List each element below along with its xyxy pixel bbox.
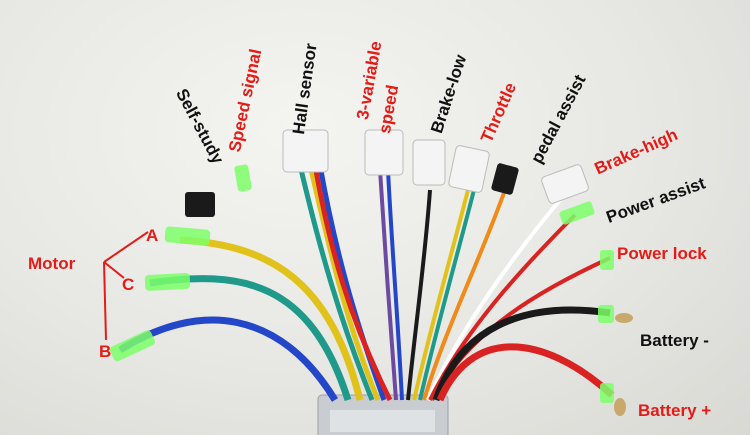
connector-throttle <box>448 145 490 193</box>
wire-power-lock <box>430 256 611 401</box>
label-power-lock: Power lock <box>617 244 707 263</box>
label-battery-minus: Battery - <box>640 331 709 350</box>
wire-3speed-2 <box>386 169 404 401</box>
wire-battery-plus <box>436 343 615 402</box>
connector-hall-sensor <box>282 129 329 173</box>
wire-hall-4 <box>312 164 393 402</box>
wire-pedal-assist <box>422 189 507 401</box>
wire-battery-minus <box>432 306 611 402</box>
terminal-battery-minus <box>615 313 633 323</box>
wire-hall-2 <box>307 164 381 401</box>
sleeve-power-lock <box>600 250 614 270</box>
leader-motor-a <box>103 231 149 263</box>
sleeve-phase-a <box>164 226 211 246</box>
connector-pedal-assist <box>491 163 519 195</box>
connector-3-variable <box>364 129 404 176</box>
connector-brake-low <box>412 139 446 186</box>
controller-label-strip <box>330 410 435 432</box>
wire-brake-low <box>406 189 432 401</box>
label-phase-c: C <box>122 275 135 294</box>
label-battery-plus: Battery + <box>638 401 712 420</box>
wire-phase-a-yellow <box>179 236 364 401</box>
wire-throttle-1 <box>412 189 470 401</box>
leader-motor-c <box>103 261 125 279</box>
terminal-battery-plus <box>614 398 626 416</box>
sleeve-battery-minus <box>598 305 614 323</box>
label-phase-a: A <box>146 226 159 245</box>
wire-hall-1 <box>297 164 375 401</box>
connector-self-study <box>185 192 215 217</box>
wire-throttle-2 <box>418 189 476 401</box>
wire-brake-high <box>426 198 562 401</box>
connector-brake-high <box>541 164 589 204</box>
wire-3speed-1 <box>378 169 398 401</box>
sleeve-power-assist <box>559 201 595 225</box>
leader-motor-b <box>103 261 107 341</box>
label-motor: Motor <box>28 254 76 273</box>
sleeve-phase-b <box>109 330 155 362</box>
sleeve-speed-signal <box>234 164 252 192</box>
sleeve-battery-plus <box>600 383 614 403</box>
wire-phase-b-blue <box>118 316 338 402</box>
sleeve-phase-c <box>144 273 191 291</box>
wire-phase-c-green <box>149 275 352 402</box>
label-phase-b: B <box>99 342 112 361</box>
